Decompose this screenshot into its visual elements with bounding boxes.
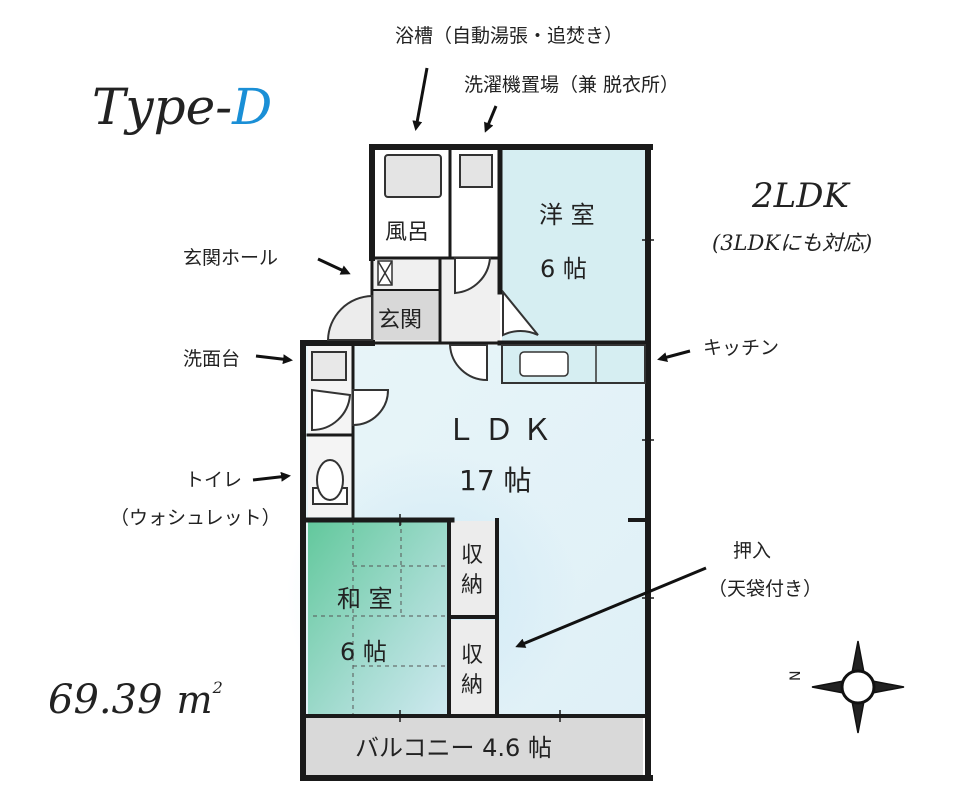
compass-star-icon: [811, 640, 905, 734]
storage-top-char-1: 収: [461, 543, 483, 568]
entrance-floor: [374, 290, 438, 340]
storage-bottom-floor: [451, 620, 497, 714]
annotation-arrows: [252, 67, 707, 648]
washing-machine: [459, 154, 493, 188]
entrance-label: 玄関: [378, 308, 422, 333]
japanese-room-size: 6 帖: [340, 638, 387, 666]
storage-top-char-2: 納: [461, 573, 483, 598]
ldk-name: ＬＤＫ: [446, 413, 560, 448]
annotation-toilet-note: （ウォシュレット）: [110, 507, 281, 529]
annotation-toilet: トイレ: [185, 469, 242, 491]
annotation-hall: 玄関ホール: [183, 247, 278, 269]
plan-type-title: Type-D: [92, 78, 272, 136]
japanese-room-floor: [308, 521, 449, 716]
arrow-hall: [317, 257, 351, 275]
layout-note: (3LDKにも対応): [712, 231, 872, 255]
bathtub: [384, 154, 442, 198]
balcony-floor: [305, 718, 643, 776]
balcony-label: バルコニー 4.6 帖: [355, 734, 552, 762]
walls: [300, 144, 653, 781]
annotation-laundry: 洗濯機置場（兼 脱衣所）: [464, 74, 679, 96]
annotation-washstand: 洗面台: [183, 348, 240, 370]
storage-top-floor: [451, 521, 497, 615]
western-room-size: 6 帖: [540, 255, 587, 283]
tatami-lines: [313, 521, 449, 716]
arrow-bathtub: [412, 67, 429, 131]
window-ticks: [399, 239, 654, 722]
annotation-bathtub: 浴槽（自動湯張・追焚き）: [395, 25, 623, 47]
ldk-size: 17 帖: [459, 464, 532, 497]
storage-bottom-char-2: 納: [461, 673, 483, 698]
kitchen-sink: [519, 351, 569, 377]
arrow-closet: [515, 566, 707, 648]
compass-north-label: N: [788, 671, 804, 681]
annotation-closet-note: （天袋付き）: [708, 578, 822, 600]
compass: N: [788, 640, 905, 734]
arrow-washstand: [255, 354, 293, 365]
toilet-bowl: [316, 459, 344, 501]
japanese-room-name: 和 室: [337, 585, 393, 613]
storage-bottom-char-1: 収: [461, 643, 483, 668]
annotation-kitchen: キッチン: [703, 337, 779, 359]
doors: [311, 257, 539, 432]
arrow-kitchen: [657, 349, 691, 363]
layout-type: 2LDK: [751, 176, 851, 216]
bath-label: 風呂: [385, 220, 429, 245]
annotation-closet: 押入: [733, 540, 771, 562]
arrow-laundry: [484, 105, 498, 133]
arrow-toilet: [252, 471, 291, 482]
western-room-floor: [502, 148, 645, 343]
hall-storage: [377, 260, 393, 286]
washbasin: [311, 351, 347, 381]
western-room-name: 洋 室: [539, 201, 595, 229]
